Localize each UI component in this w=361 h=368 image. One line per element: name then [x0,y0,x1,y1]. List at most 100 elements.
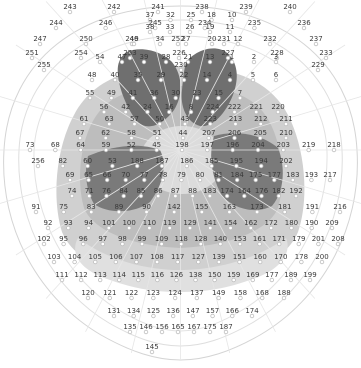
electrode-label: 92 [44,219,53,227]
electrode-label: 173 [250,203,263,211]
electrode-label: 112 [74,271,87,279]
electrode-label: 62 [101,129,110,137]
electrode-label: 91 [32,203,41,211]
electrode-label: 159 [227,271,240,279]
electrode-label: 1 [230,53,234,61]
electrode-label: 60 [83,157,92,165]
electrode-label: 146 [139,323,153,331]
electrode-label: 41 [128,89,137,97]
electrode-label: 98 [118,235,127,243]
electrode-label: 180 [285,219,298,227]
electrode-label: 42 [121,103,130,111]
electrode-label: 192 [289,187,302,195]
electrode-label: 128 [194,235,207,243]
electrode-label: 49 [107,89,116,97]
electrode-label: 64 [76,141,85,149]
electrode-label: 162 [244,219,257,227]
electrode-label: 106 [109,253,123,261]
electrode-label: 147 [186,307,199,315]
electrode-label: 45 [152,141,161,149]
electrode-label: 183 [203,187,216,195]
electrode-label: 183 [286,171,299,179]
electrode-label: 96 [79,235,88,243]
electrode-label: 239 [239,3,252,11]
electrode-label: 129 [183,219,196,227]
electrode-label: 240 [283,3,296,11]
electrode-label: 102 [37,235,50,243]
electrode-label: 208 [331,235,344,243]
electrode-label: 161 [253,235,266,243]
electrode-label: 200 [315,253,328,261]
electrode-label: 224 [206,103,220,111]
electrode-label: 212 [254,115,267,123]
electrode-label: 71 [85,187,94,195]
electrode-label: 203 [277,141,290,149]
electrode-label: 83 [87,203,96,211]
electrode-label: 202 [279,157,292,165]
electrode-label: 85 [136,187,145,195]
electrode-label: 172 [264,219,277,227]
electrode-label: 103 [47,253,60,261]
electrode-label: 28 [162,53,171,61]
electrode-label: 185 [205,157,218,165]
electrode-label: 171 [273,235,286,243]
electrode-label: 35 [134,71,143,79]
electrode-label: 160 [253,253,266,261]
electrode-label: 111 [55,271,68,279]
electrode-label: 95 [59,235,68,243]
electrode-label: 80 [196,171,205,179]
electrode-label: 155 [195,203,208,211]
electrode-label: 165 [171,323,184,331]
electrode-label: 126 [170,271,184,279]
electrode-label: 21 [184,53,193,61]
electrode-label: 235 [248,19,261,27]
electrode-label: 201 [312,235,325,243]
electrode-label: 139 [212,253,225,261]
electrode-label: 187 [155,157,168,165]
electrode-label: 217 [323,171,336,179]
electrode-label: 191 [306,203,319,211]
electrode-label: 67 [76,129,85,137]
electrode-label: 11 [226,23,235,31]
electrode-label: 101 [102,219,115,227]
electrode-label: 190 [305,219,318,227]
electrode-label: 94 [84,219,93,227]
electrode-label: 194 [255,157,269,165]
electrode-label: 236 [297,19,311,27]
electrode-label: 76 [102,187,111,195]
electrode-label: 58 [127,129,136,137]
electrode-label: 22 [180,71,189,79]
electrode-label: 230 [174,61,187,69]
electrode-label: 73 [26,141,35,149]
electrode-label: 100 [122,219,135,227]
electrode-label: 210 [279,129,292,137]
electrode-label: 51 [153,129,162,137]
electrode-label: 156 [155,323,169,331]
electrode-label: 97 [98,235,107,243]
electrode-label: 177 [268,171,281,179]
electrode-label: 207 [202,129,215,137]
electrode-label: 25 [187,11,196,19]
electrode-label: 54 [96,53,105,61]
electrode-label: 88 [188,187,197,195]
electrode-label: 14 [203,71,212,79]
electrode-label: 243 [63,3,76,11]
electrode-label: 120 [81,289,94,297]
electrode-label: 23 [193,89,202,97]
electrode-label: 176 [255,187,269,195]
electrode-label: 38 [146,23,155,31]
electrode-label: 110 [143,219,156,227]
electrode-label: 8 [189,103,193,111]
electrode-label: 27 [182,35,191,43]
electrode-label: 116 [151,271,165,279]
electrode-label: 50 [155,115,164,123]
electrode-label: 66 [103,171,112,179]
electrode-label: 213 [229,115,242,123]
electrode-label: 229 [311,61,324,69]
electrode-label: 158 [234,289,247,297]
electrode-label: 89 [114,203,123,211]
electrode-label: 87 [171,187,180,195]
electrode-label: 219 [302,141,315,149]
electrode-label: 121 [103,289,116,297]
